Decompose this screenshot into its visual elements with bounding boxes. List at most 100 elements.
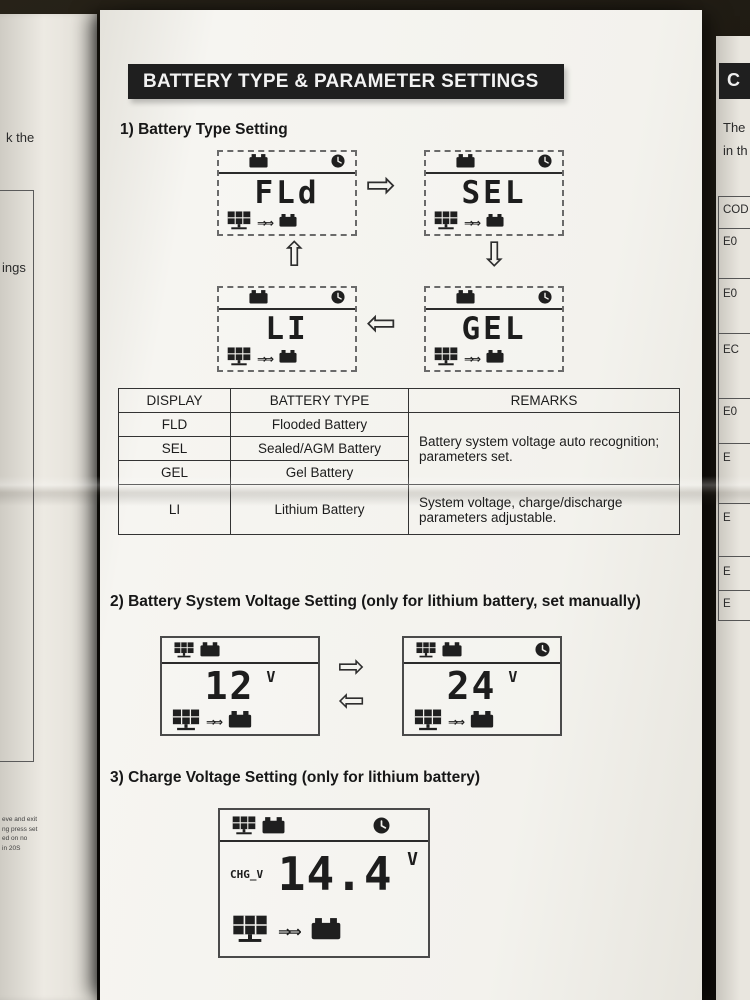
battery-icon [249, 290, 268, 309]
page-title: BATTERY TYPE & PARAMETER SETTINGS [128, 64, 564, 99]
lcd-display-12v: 12 V ⇒⇒ [160, 636, 320, 736]
right-page-col-header: COD [723, 204, 749, 216]
lcd-status-row [426, 152, 562, 174]
battery-icon [486, 214, 504, 232]
solar-panel-icon [232, 915, 268, 948]
solar-panel-icon [227, 347, 251, 371]
error-code-fragment: E0 [723, 406, 738, 418]
right-arrow-icon: ⇨ [338, 647, 365, 685]
left-page-small-print: eve and exit ng press set ed on no in 20… [2, 815, 37, 853]
timer-icon [331, 154, 345, 173]
lcd-status-row [220, 810, 428, 842]
left-arrow-icon: ⇦ [338, 681, 365, 719]
battery-icon [470, 711, 494, 733]
error-code-fragment: E [723, 452, 731, 464]
lcd-display-gel: GEL ⇒⇒ [424, 286, 564, 372]
lcd-value: GEL [461, 310, 527, 347]
lcd-display-charge-voltage: CHG_V 14.4 V ⇒⇒ [218, 808, 430, 958]
table-cell-remark: Battery system voltage auto recognition;… [408, 412, 680, 485]
solar-panel-icon [434, 347, 458, 371]
table-cell: GEL [118, 460, 231, 485]
table-cell: FLD [118, 412, 231, 437]
error-code-fragment: E [723, 566, 731, 578]
table-cell: Flooded Battery [230, 412, 409, 437]
col-header-display: DISPLAY [118, 388, 231, 413]
left-page-table-edge [0, 190, 34, 762]
error-code-fragment: E [723, 598, 731, 610]
solar-panel-icon [227, 211, 251, 235]
lcd-flow-row: ⇒⇒ [219, 347, 355, 371]
col-header-remarks: REMARKS [408, 388, 680, 413]
left-page-fragment: ng press set [2, 825, 38, 833]
left-page-fragment: in 20S [2, 844, 21, 852]
left-page-fragment: k the [6, 130, 35, 145]
table-row: SEL Sealed/AGM Battery [118, 436, 680, 461]
battery-icon [262, 817, 285, 839]
flow-arrow-icon: ⇒⇒ [464, 216, 481, 230]
battery-icon [311, 918, 341, 945]
right-page-fragment: The [723, 120, 746, 135]
lcd-display-24v: 24 V ⇒⇒ [402, 636, 562, 736]
col-header-battery-type: BATTERY TYPE [230, 388, 409, 413]
error-code-fragment: E0 [723, 288, 738, 300]
voltage-value: 12 [204, 664, 255, 708]
table-header-row: DISPLAY BATTERY TYPE REMARKS [118, 388, 680, 413]
timer-icon [538, 154, 552, 173]
lcd-value: LI [265, 310, 309, 347]
left-page-fragment: eve and exit [2, 816, 38, 823]
solar-panel-icon [416, 642, 436, 663]
table-row: LI Lithium Battery System voltage, charg… [118, 484, 680, 535]
lcd-value-row: CHG_V 14.4 V [220, 842, 428, 906]
table-cell: SEL [118, 436, 231, 461]
charge-voltage-label: CHG_V [230, 867, 264, 881]
table-cell: Sealed/AGM Battery [230, 436, 409, 461]
left-page-fragment: ings [2, 260, 26, 275]
battery-icon [279, 350, 297, 368]
lcd-display-li: LI ⇒⇒ [217, 286, 357, 372]
timer-icon [535, 642, 550, 662]
flow-arrow-icon: ⇒⇒ [448, 715, 465, 729]
lcd-status-row [219, 152, 355, 174]
right-arrow-icon: ⇨ [366, 165, 397, 206]
timer-icon [331, 290, 345, 309]
section1-title: 1) Battery Type Setting [120, 121, 288, 138]
battery-icon [279, 214, 297, 232]
flow-arrow-icon: ⇒⇒ [257, 216, 274, 230]
flow-arrow-icon: ⇒⇒ [257, 352, 274, 366]
table-cell: Lithium Battery [230, 484, 409, 535]
up-arrow-icon: ⇧ [280, 235, 309, 275]
lcd-value: FLd [254, 174, 320, 211]
table-cell: LI [118, 484, 231, 535]
battery-icon [200, 642, 220, 662]
solar-panel-icon [172, 709, 200, 736]
battery-icon [456, 154, 475, 173]
lcd-status-row [404, 638, 560, 664]
lcd-value: SEL [461, 174, 527, 211]
flow-arrow-icon: ⇒⇒ [464, 352, 481, 366]
charge-voltage-unit: V [407, 848, 418, 870]
solar-panel-icon [414, 709, 442, 736]
charge-voltage-value: 14.4 [277, 847, 393, 901]
lcd-status-row [162, 638, 318, 664]
down-arrow-icon: ⇩ [480, 235, 509, 275]
battery-icon [442, 642, 462, 662]
lcd-flow-row: ⇒⇒ [404, 708, 560, 736]
timer-icon [373, 817, 390, 839]
solar-panel-icon [434, 211, 458, 235]
battery-icon [456, 290, 475, 309]
table-row: FLD Flooded Battery Battery system volta… [118, 412, 680, 485]
battery-icon [249, 154, 268, 173]
right-page-table-edge [718, 196, 719, 620]
lcd-display-sel: SEL ⇒⇒ [424, 150, 564, 236]
voltage-unit: V [508, 668, 518, 686]
lcd-flow-row: ⇒⇒ [426, 347, 562, 371]
timer-icon [538, 290, 552, 309]
right-page-header-bar: C [719, 63, 750, 99]
error-code-fragment: E0 [723, 236, 738, 248]
left-page-edge: k the ings eve and exit ng press set ed … [0, 14, 97, 1000]
left-arrow-icon: ⇦ [366, 303, 397, 344]
lcd-status-row [219, 288, 355, 310]
flow-arrow-icon: ⇒⇒ [278, 921, 302, 941]
lcd-value: 12 V [162, 664, 318, 708]
